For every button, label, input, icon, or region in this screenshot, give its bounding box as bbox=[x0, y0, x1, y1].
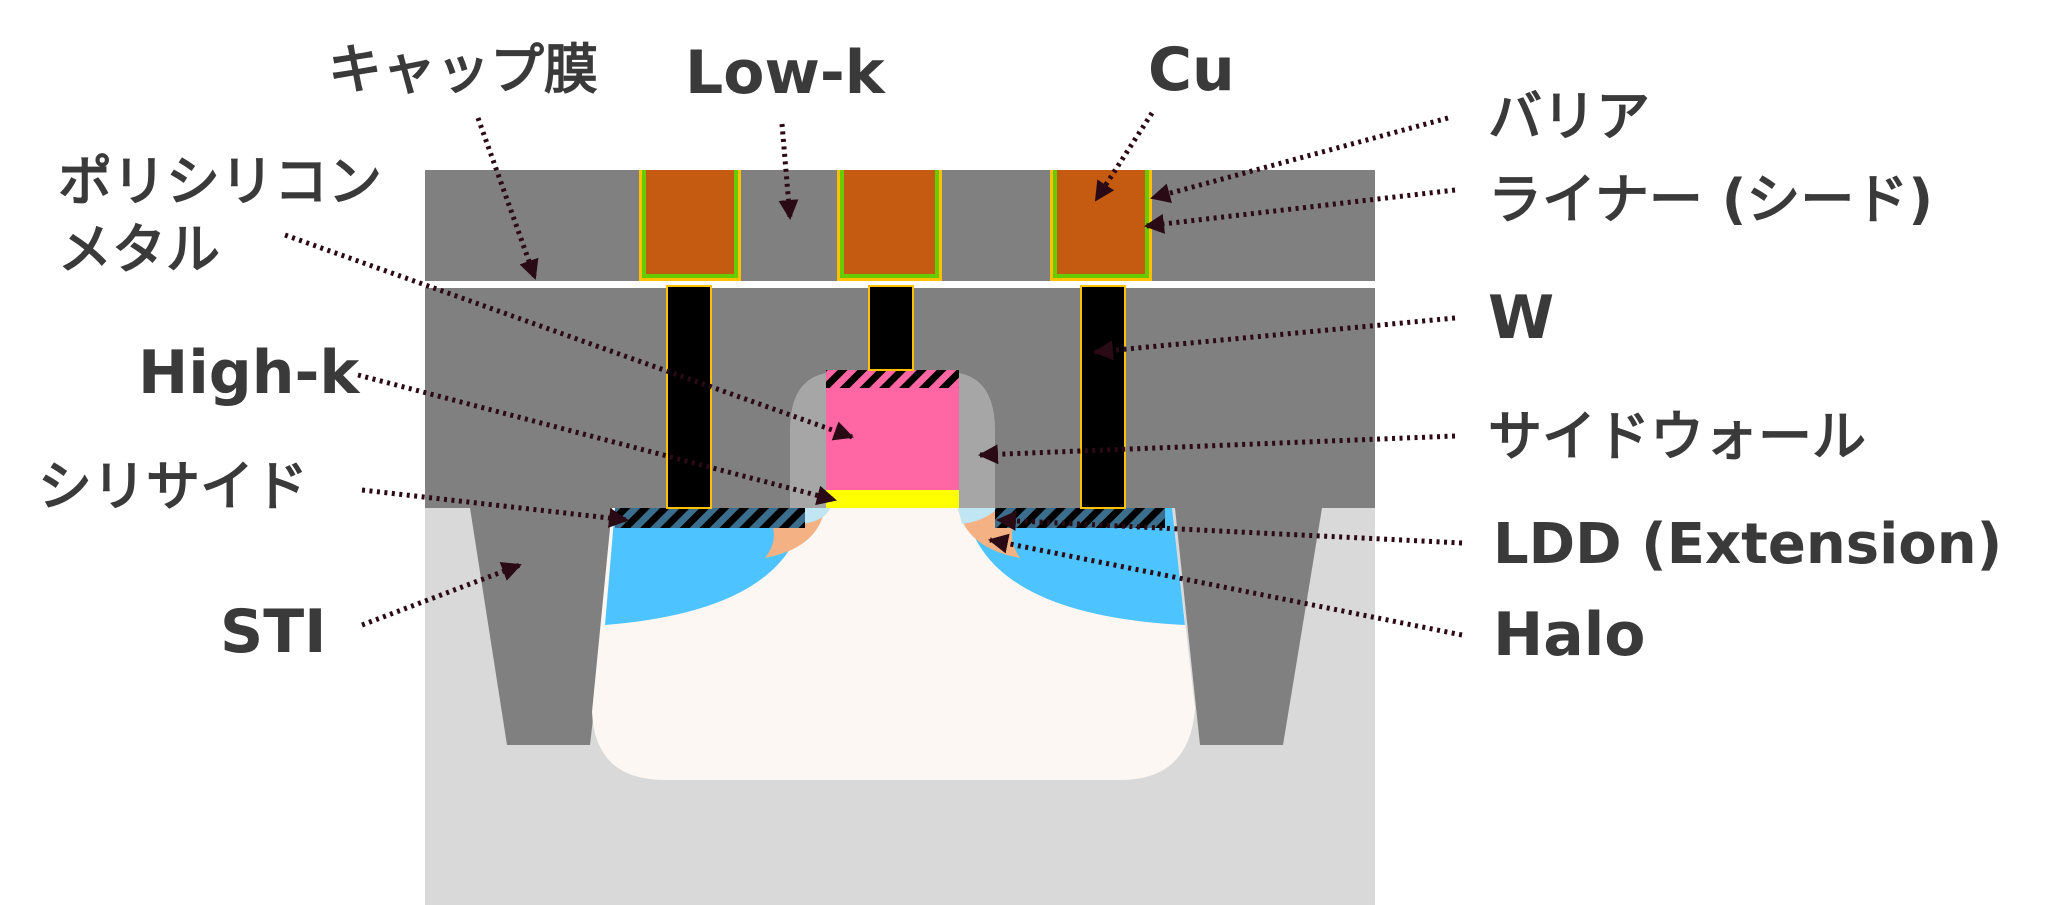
pointer-sti bbox=[361, 562, 522, 628]
cu-line-2 bbox=[837, 170, 942, 281]
w-plug-source bbox=[666, 285, 712, 509]
label-w: W bbox=[1488, 283, 1554, 353]
pointer-cap-film bbox=[475, 117, 539, 280]
cu-line-3 bbox=[1050, 170, 1152, 281]
cap-film-layer bbox=[425, 281, 1375, 288]
pointer-poly-metal bbox=[284, 232, 854, 441]
label-poly-metal-2: メタル bbox=[58, 218, 220, 281]
sidewall-right bbox=[959, 373, 995, 508]
w-plug-gate bbox=[868, 285, 914, 371]
label-low-k: Low-k bbox=[685, 38, 887, 108]
gate-silicide bbox=[826, 370, 959, 388]
cu-line-1 bbox=[639, 170, 741, 281]
label-liner: ライナー (シード) bbox=[1488, 168, 1933, 231]
pointer-halo bbox=[988, 533, 1463, 638]
label-barrier: バリア bbox=[1488, 85, 1650, 148]
poly-gate bbox=[826, 388, 959, 492]
source-region bbox=[605, 508, 805, 625]
label-cap-film: キャップ膜 bbox=[328, 38, 598, 101]
label-poly-metal-1: ポリシリコン bbox=[58, 150, 382, 213]
sidewall-left bbox=[790, 373, 826, 508]
pointer-barrier bbox=[1150, 115, 1449, 203]
label-sti: STI bbox=[220, 597, 326, 667]
pointer-w bbox=[1093, 315, 1456, 361]
label-halo: Halo bbox=[1493, 600, 1646, 670]
ldd-right bbox=[958, 508, 998, 524]
high-k-dielectric bbox=[826, 490, 959, 508]
label-high-k: High-k bbox=[138, 338, 361, 408]
label-cu: Cu bbox=[1148, 35, 1235, 105]
pointer-cu bbox=[1093, 111, 1155, 202]
silicide-source bbox=[615, 508, 805, 528]
label-silicide: シリサイド bbox=[38, 455, 308, 518]
pointer-low-k bbox=[778, 123, 799, 220]
w-plug-drain bbox=[1080, 285, 1126, 509]
sti-right bbox=[1175, 508, 1322, 745]
label-ldd: LDD (Extension) bbox=[1493, 512, 2002, 577]
label-sidewall: サイドウォール bbox=[1488, 405, 1866, 468]
pointer-ldd bbox=[996, 510, 1463, 546]
silicide-drain bbox=[995, 508, 1165, 528]
drain-region bbox=[965, 508, 1185, 625]
